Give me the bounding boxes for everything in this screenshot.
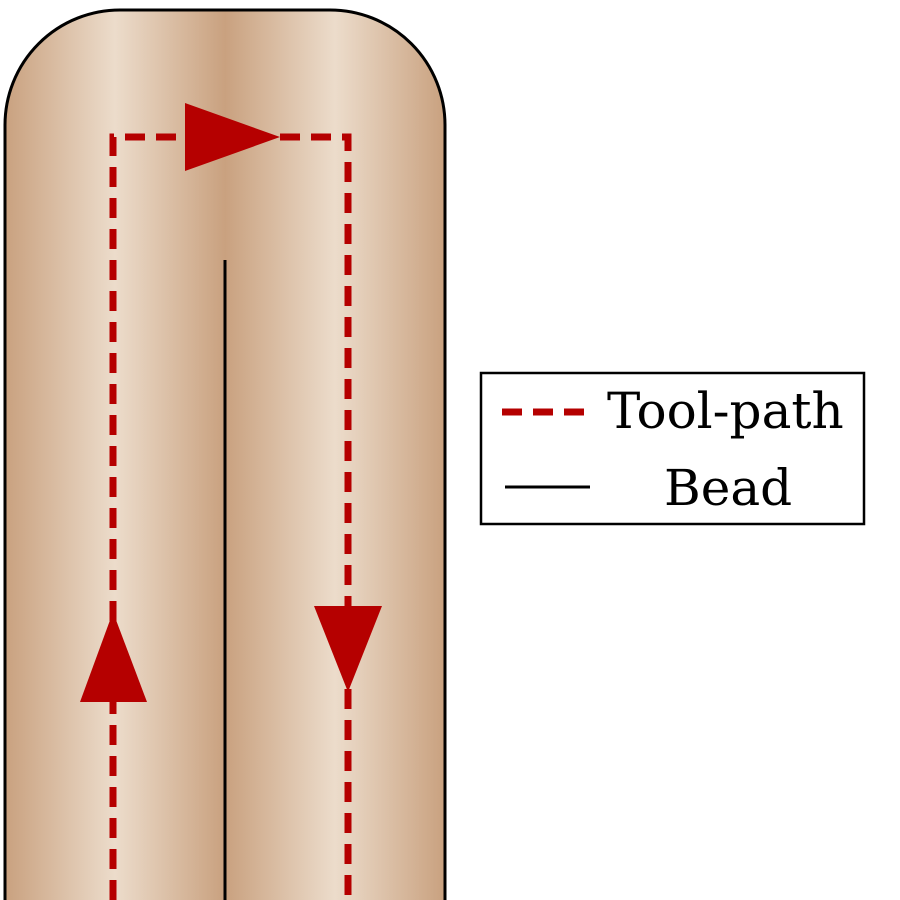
toolpath-arrow-right-icon: [185, 103, 280, 171]
toolpath-arrow-up-icon: [80, 612, 147, 702]
toolpath-arrow-down-icon: [314, 606, 382, 692]
legend-box: [479, 371, 866, 526]
legend-bead-label: Bead: [664, 459, 792, 517]
legend: Tool-path Bead: [479, 371, 866, 526]
bead-outline: [3, 8, 447, 900]
bead-right-strip: [225, 10, 445, 900]
legend-toolpath-label: Tool-path: [607, 382, 844, 440]
